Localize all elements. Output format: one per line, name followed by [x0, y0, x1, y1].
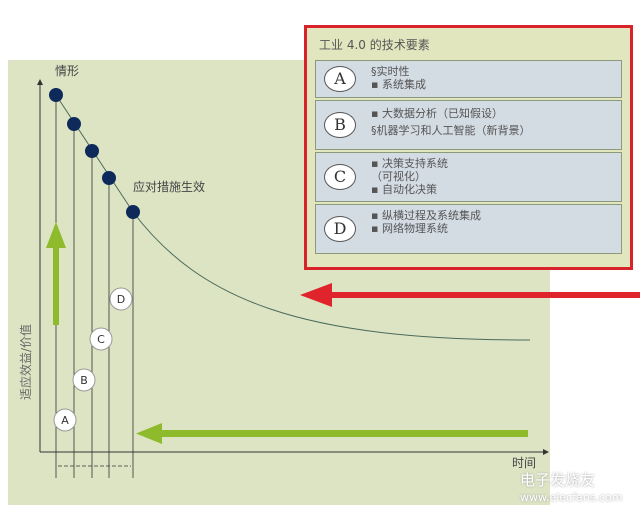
panel-title: 工业 4.0 的技术要素: [319, 38, 430, 52]
item: ▪ 网络物理系统: [371, 222, 448, 235]
dot: [49, 88, 63, 102]
situation-dots: [49, 88, 140, 219]
stage-circle: [89, 327, 113, 351]
green-up-arrow: [46, 222, 66, 325]
row-b: B ▪ 大数据分析（已知假设） §机器学习和人工智能（新背景）: [315, 100, 622, 150]
stage-circle: [72, 368, 96, 392]
top-label: 情形: [55, 64, 79, 78]
row-a: A §实时性▪ 系统集成: [315, 60, 622, 98]
stage-label-a: A: [61, 414, 69, 427]
stage-label-d: D: [117, 293, 125, 306]
row-items: ▪ 纵横过程及系统集成▪ 网络物理系统: [371, 209, 481, 235]
row-items: ▪ 决策支持系统（可视化）▪ 自动化决策: [371, 157, 448, 196]
row-c: C ▪ 决策支持系统（可视化）▪ 自动化决策: [315, 152, 622, 202]
item: ▪ 系统集成: [371, 78, 426, 91]
watermark-name: 电子发烧友: [520, 471, 596, 489]
row-items: §实时性▪ 系统集成: [371, 65, 426, 91]
dot: [67, 117, 81, 131]
dot: [102, 171, 116, 185]
item: §机器学习和人工智能（新背景）: [371, 124, 531, 137]
watermark-url: www.elecfans.com: [520, 491, 623, 504]
stage-label-c: C: [97, 333, 105, 346]
item: ▪ 大数据分析（已知假设）: [371, 107, 503, 120]
item: （可视化）: [371, 170, 426, 183]
item: ▪ 决策支持系统: [371, 157, 448, 170]
x-axis-label: 时间: [512, 456, 536, 470]
dot: [85, 144, 99, 158]
item: ▪ 纵横过程及系统集成: [371, 209, 481, 222]
watermark: 电子发烧友 www.elecfans.com: [520, 472, 622, 506]
item: §实时性: [371, 65, 410, 78]
letter-b: B: [324, 112, 356, 138]
tech-elements-panel: 工业 4.0 的技术要素 A §实时性▪ 系统集成 B ▪ 大数据分析（已知假设…: [304, 25, 633, 270]
y-axis-label: 适应效益/价值: [18, 324, 33, 400]
dot: [126, 205, 140, 219]
item: ▪ 自动化决策: [371, 183, 437, 196]
stage-label-b: B: [80, 374, 88, 387]
stage-circle: [109, 287, 133, 311]
letter-c: C: [324, 164, 356, 190]
letter-d: D: [324, 216, 356, 242]
row-d: D ▪ 纵横过程及系统集成▪ 网络物理系统: [315, 204, 622, 254]
effect-label: 应对措施生效: [133, 179, 205, 194]
letter-a: A: [324, 66, 356, 92]
red-left-arrow: [300, 283, 640, 307]
stage-circles: [53, 287, 133, 432]
stage-circle: [53, 408, 77, 432]
value-curve: [55, 94, 531, 341]
row-items: ▪ 大数据分析（已知假设） §机器学习和人工智能（新背景）: [371, 107, 531, 137]
green-left-arrow: [136, 423, 528, 444]
